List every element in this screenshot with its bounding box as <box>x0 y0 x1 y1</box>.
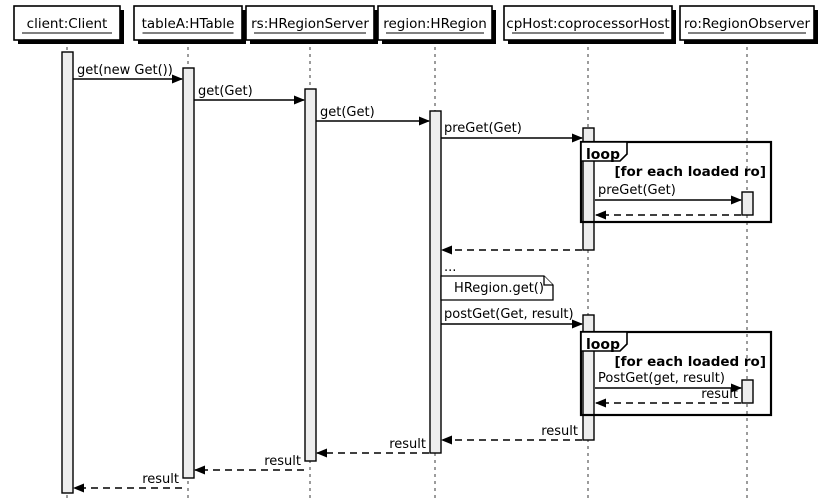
fragment-operator-tab <box>580 331 628 352</box>
participant-header-region[interactable]: region:HRegion <box>377 5 496 44</box>
lifelines-layer <box>66 40 748 500</box>
participant-label: ro:RegionObserver <box>684 16 811 32</box>
note-fold-corner <box>543 276 553 286</box>
participant-header-tableA[interactable]: tableA:HTable <box>133 5 246 44</box>
notes-layer: HRegion.get() <box>440 275 554 301</box>
message-label: result <box>701 387 738 402</box>
messages-layer: get(new Get()) get(Get) get(Get) preGet(Get… <box>73 63 742 493</box>
fragment-border <box>579 140 773 224</box>
activation-bar-ro <box>741 379 754 404</box>
message-m11: result <box>441 424 582 445</box>
participant-header-rs[interactable]: rs:HRegionServer <box>245 5 378 44</box>
combined-fragments-layer: loop[for each loaded ro]loop[for each lo… <box>579 140 773 417</box>
message-m9: PostGet(get, result) <box>595 371 742 393</box>
message-label: result <box>264 454 301 469</box>
activation-bar-ro <box>741 191 754 216</box>
fragment-guard-condition: [for each loaded ro] <box>614 164 766 180</box>
participant-label: region:HRegion <box>383 16 487 32</box>
message-label: result <box>541 424 578 439</box>
message-m1: get(new Get()) <box>73 63 183 84</box>
activation-bar-tableA <box>182 67 195 479</box>
activation-bar-cpHost <box>582 314 595 441</box>
participant-label: cpHost:coprocessorHost <box>506 16 669 32</box>
participant-label: client:Client <box>27 16 108 32</box>
participant-label: tableA:HTable <box>142 16 235 32</box>
message-m2: get(Get) <box>194 84 305 105</box>
message-m5: preGet(Get) <box>595 183 742 205</box>
fragment-operator-tab <box>580 141 628 162</box>
message-m13: result <box>194 454 304 475</box>
annotations-layer: ... <box>444 260 456 275</box>
annotation-ellipsis: ... <box>444 260 456 275</box>
participant-header-box <box>245 5 375 41</box>
message-m8: postGet(Get, result) <box>441 307 583 329</box>
activation-bar-cpHost <box>582 127 595 251</box>
participant-header-box <box>13 5 121 41</box>
participant-header-cpHost[interactable]: cpHost:coprocessorHost <box>503 5 676 44</box>
fragment-operator-label: loop <box>586 337 620 353</box>
participant-headers-layer: client:Client tableA:HTable rs:HRegionServ… <box>13 5 818 44</box>
participant-header-box <box>133 5 243 41</box>
participant-header-box <box>503 5 673 41</box>
message-m10: result <box>595 387 741 408</box>
combined-fragment-loop-2: loop[for each loaded ro] <box>579 330 773 417</box>
note-body <box>440 275 554 301</box>
combined-fragment-loop-1: loop[for each loaded ro] <box>579 140 773 224</box>
activation-bar-rs <box>304 88 317 462</box>
message-label: postGet(Get, result) <box>444 307 574 322</box>
message-label: result <box>389 437 426 452</box>
message-label: preGet(Get) <box>598 183 676 198</box>
message-label: get(new Get()) <box>77 63 173 78</box>
activation-bars-layer <box>61 51 754 494</box>
message-label: result <box>142 472 179 487</box>
message-m3: get(Get) <box>316 105 430 126</box>
message-label: get(Get) <box>320 105 375 120</box>
message-label: preGet(Get) <box>444 121 522 136</box>
participant-header-box <box>679 5 815 41</box>
note-note-hregion-get: HRegion.get() <box>440 275 554 301</box>
participant-header-box <box>377 5 493 41</box>
message-label: get(Get) <box>198 84 253 99</box>
message-label: PostGet(get, result) <box>598 371 725 386</box>
participant-header-ro[interactable]: ro:RegionObserver <box>679 5 818 44</box>
message-m14: result <box>73 472 182 493</box>
message-m12: result <box>316 437 429 458</box>
fragment-border <box>579 330 773 417</box>
message-m4: preGet(Get) <box>441 121 583 143</box>
fragment-operator-label: loop <box>586 147 620 163</box>
note-text: HRegion.get() <box>454 281 544 296</box>
activation-bar-region <box>429 110 442 454</box>
fragment-guard-condition: [for each loaded ro] <box>614 354 766 370</box>
participant-header-client[interactable]: client:Client <box>13 5 124 44</box>
activation-bar-client <box>61 51 74 494</box>
participant-label: rs:HRegionServer <box>251 16 369 32</box>
